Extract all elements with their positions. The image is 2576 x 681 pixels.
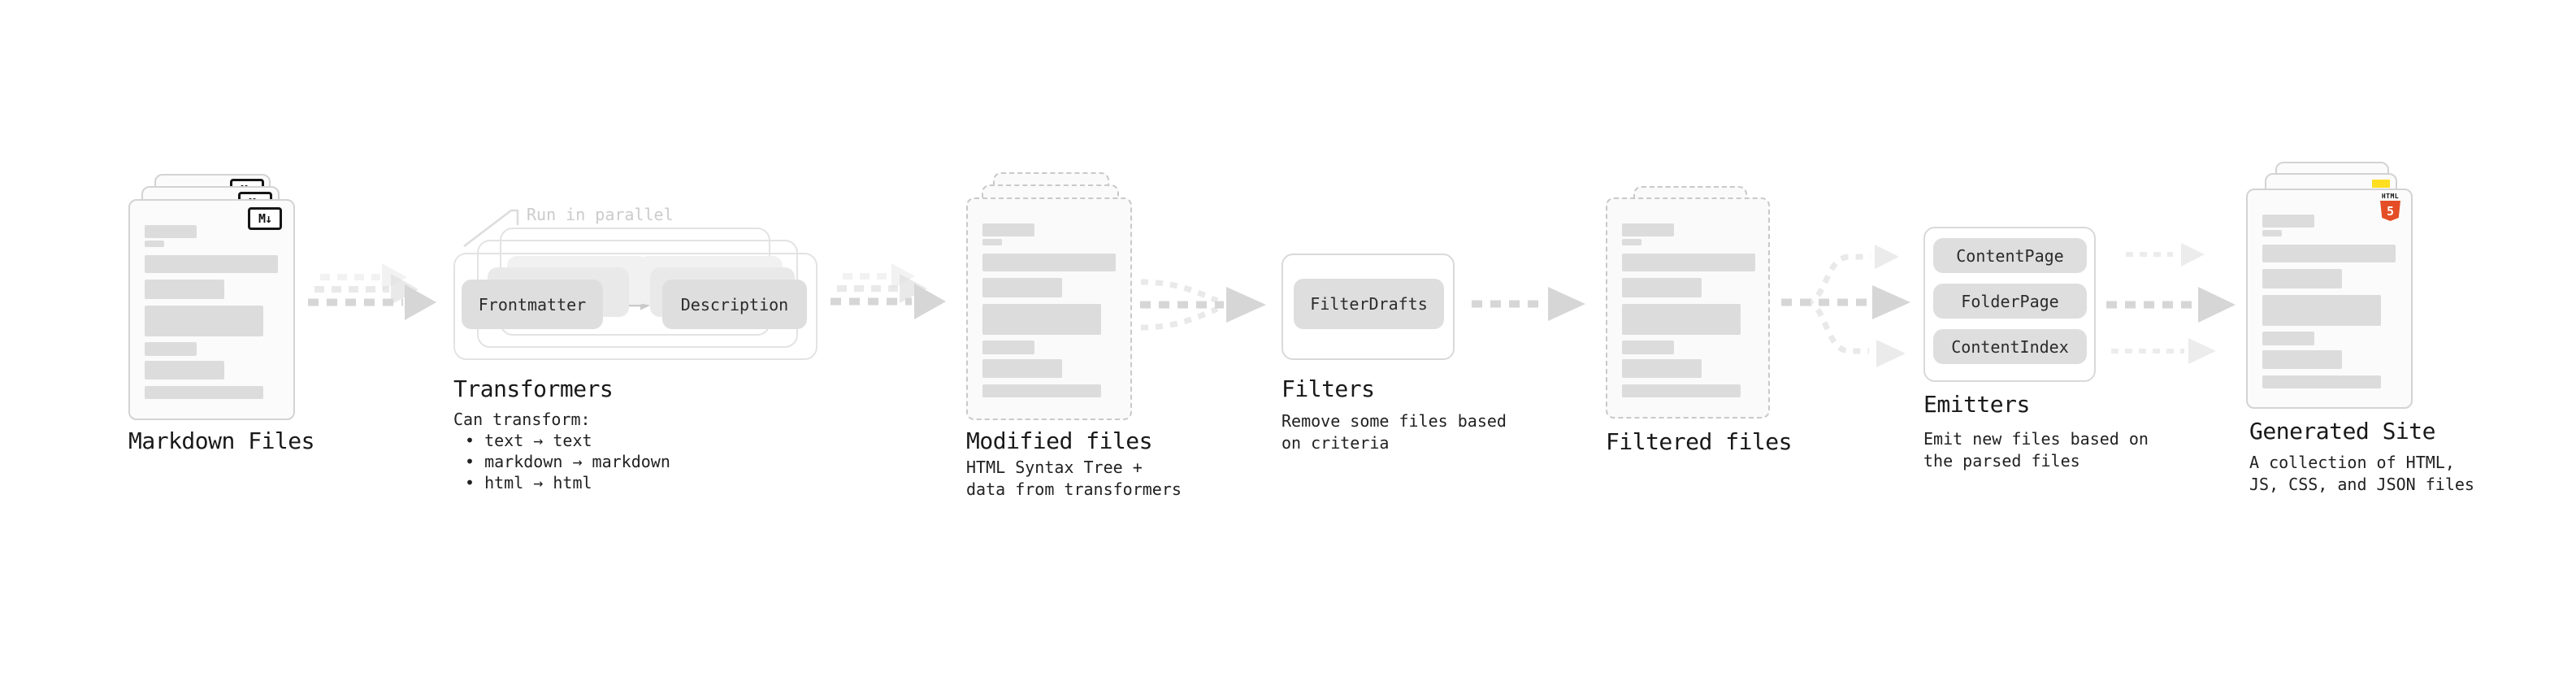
text-placeholder-bar (1622, 359, 1702, 378)
contentindex-node: ContentIndex (1933, 329, 2087, 364)
text-placeholder-bar (1622, 254, 1755, 271)
transformers-bullet: • text → text (465, 431, 592, 450)
text-placeholder-bar (145, 255, 278, 273)
text-placeholder-bar (145, 342, 197, 356)
text-placeholder-bar (145, 280, 224, 299)
arrow-filtered-to-emitters (1781, 245, 1910, 367)
text-placeholder-bar (145, 361, 224, 380)
arrow-modified-to-filters (1140, 279, 1266, 331)
text-placeholder-bar (1622, 239, 1641, 245)
text-placeholder-bar (145, 386, 263, 399)
text-placeholder-bar (1622, 278, 1702, 297)
filtered-file-card-front (1606, 197, 1770, 419)
description-node: Description (662, 280, 807, 329)
stage-title-markdown-files: Markdown Files (128, 427, 315, 454)
text-placeholder-bar (982, 239, 1002, 245)
generated-file-card-html: HTML 5 (2246, 189, 2413, 409)
text-placeholder-bar (2262, 332, 2314, 345)
emitters-description: Emit new files based on the parsed files (1923, 428, 2149, 472)
frontmatter-node: Frontmatter (462, 280, 603, 329)
stage-title-filters: Filters (1281, 375, 1375, 402)
text-placeholder-bar (145, 241, 164, 247)
html5-icon-shield: 5 (2380, 201, 2400, 221)
text-placeholder-bar (1622, 304, 1741, 335)
generated-site-description-line: JS, CSS, and JSON files (2249, 475, 2474, 494)
emitters-description-line: the parsed files (1923, 451, 2080, 471)
javascript-icon (2372, 180, 2390, 188)
text-placeholder-bar (982, 254, 1116, 271)
stage-title-filtered-files: Filtered files (1606, 428, 1793, 455)
text-placeholder-bar (145, 225, 197, 238)
text-placeholder-bar (1622, 223, 1674, 236)
markdown-file-card-front: M↓ (128, 199, 295, 420)
filters-description-line: Remove some files based (1281, 411, 1507, 431)
arrow-transformers-to-modified (830, 263, 946, 319)
text-placeholder-bar (982, 278, 1062, 297)
html5-icon: HTML 5 (2379, 193, 2401, 221)
text-placeholder-bar (145, 306, 263, 336)
text-placeholder-bar (2262, 245, 2396, 262)
text-placeholder-bar (2262, 215, 2314, 228)
emitters-description-line: Emit new files based on (1923, 429, 2149, 449)
transformer-layer-front (453, 253, 817, 360)
arrow-filters-to-filtered (1472, 287, 1585, 321)
text-placeholder-bar (982, 384, 1101, 397)
generated-site-description-line: A collection of HTML, (2249, 453, 2455, 472)
stage-title-emitters: Emitters (1923, 391, 2030, 418)
text-placeholder-bar (1622, 384, 1741, 397)
run-in-parallel-annotation: Run in parallel (527, 205, 674, 224)
arrow-emitters-to-generated (2106, 243, 2236, 364)
filterdrafts-node: FilterDrafts (1294, 279, 1444, 329)
generated-site-description: A collection of HTML, JS, CSS, and JSON … (2249, 452, 2474, 496)
stage-title-generated-site: Generated Site (2249, 418, 2436, 445)
modified-files-description: HTML Syntax Tree + data from transformer… (966, 457, 1182, 501)
markdown-icon: M↓ (248, 207, 282, 230)
modified-files-description-line: data from transformers (966, 479, 1182, 499)
transformers-description: Can transform: • text → text • markdown … (453, 409, 670, 493)
transformers-bullet: • html → html (465, 473, 592, 492)
modified-file-card-front (966, 197, 1132, 420)
text-placeholder-bar (982, 359, 1062, 378)
text-placeholder-bar (2262, 350, 2342, 369)
text-placeholder-bar (982, 340, 1034, 354)
text-placeholder-bar (2262, 295, 2381, 326)
arrow-markdown-to-transformers (308, 263, 436, 320)
stage-title-modified-files: Modified files (966, 427, 1153, 454)
modified-files-description-line: HTML Syntax Tree + (966, 458, 1143, 477)
text-placeholder-bar (2262, 375, 2381, 388)
stage-title-transformers: Transformers (453, 375, 614, 402)
text-placeholder-bar (982, 304, 1101, 335)
transformers-bullet: • markdown → markdown (465, 452, 670, 471)
text-placeholder-bar (982, 223, 1034, 236)
html5-icon-word: HTML (2381, 193, 2400, 200)
folderpage-node: FolderPage (1933, 284, 2087, 319)
text-placeholder-bar (2262, 269, 2342, 288)
filters-description-line: on criteria (1281, 433, 1390, 453)
contentpage-node: ContentPage (1933, 238, 2087, 273)
filters-description: Remove some files based on criteria (1281, 410, 1507, 454)
text-placeholder-bar (1622, 340, 1674, 354)
transformers-intro: Can transform: (453, 410, 591, 429)
text-placeholder-bar (2262, 230, 2282, 236)
